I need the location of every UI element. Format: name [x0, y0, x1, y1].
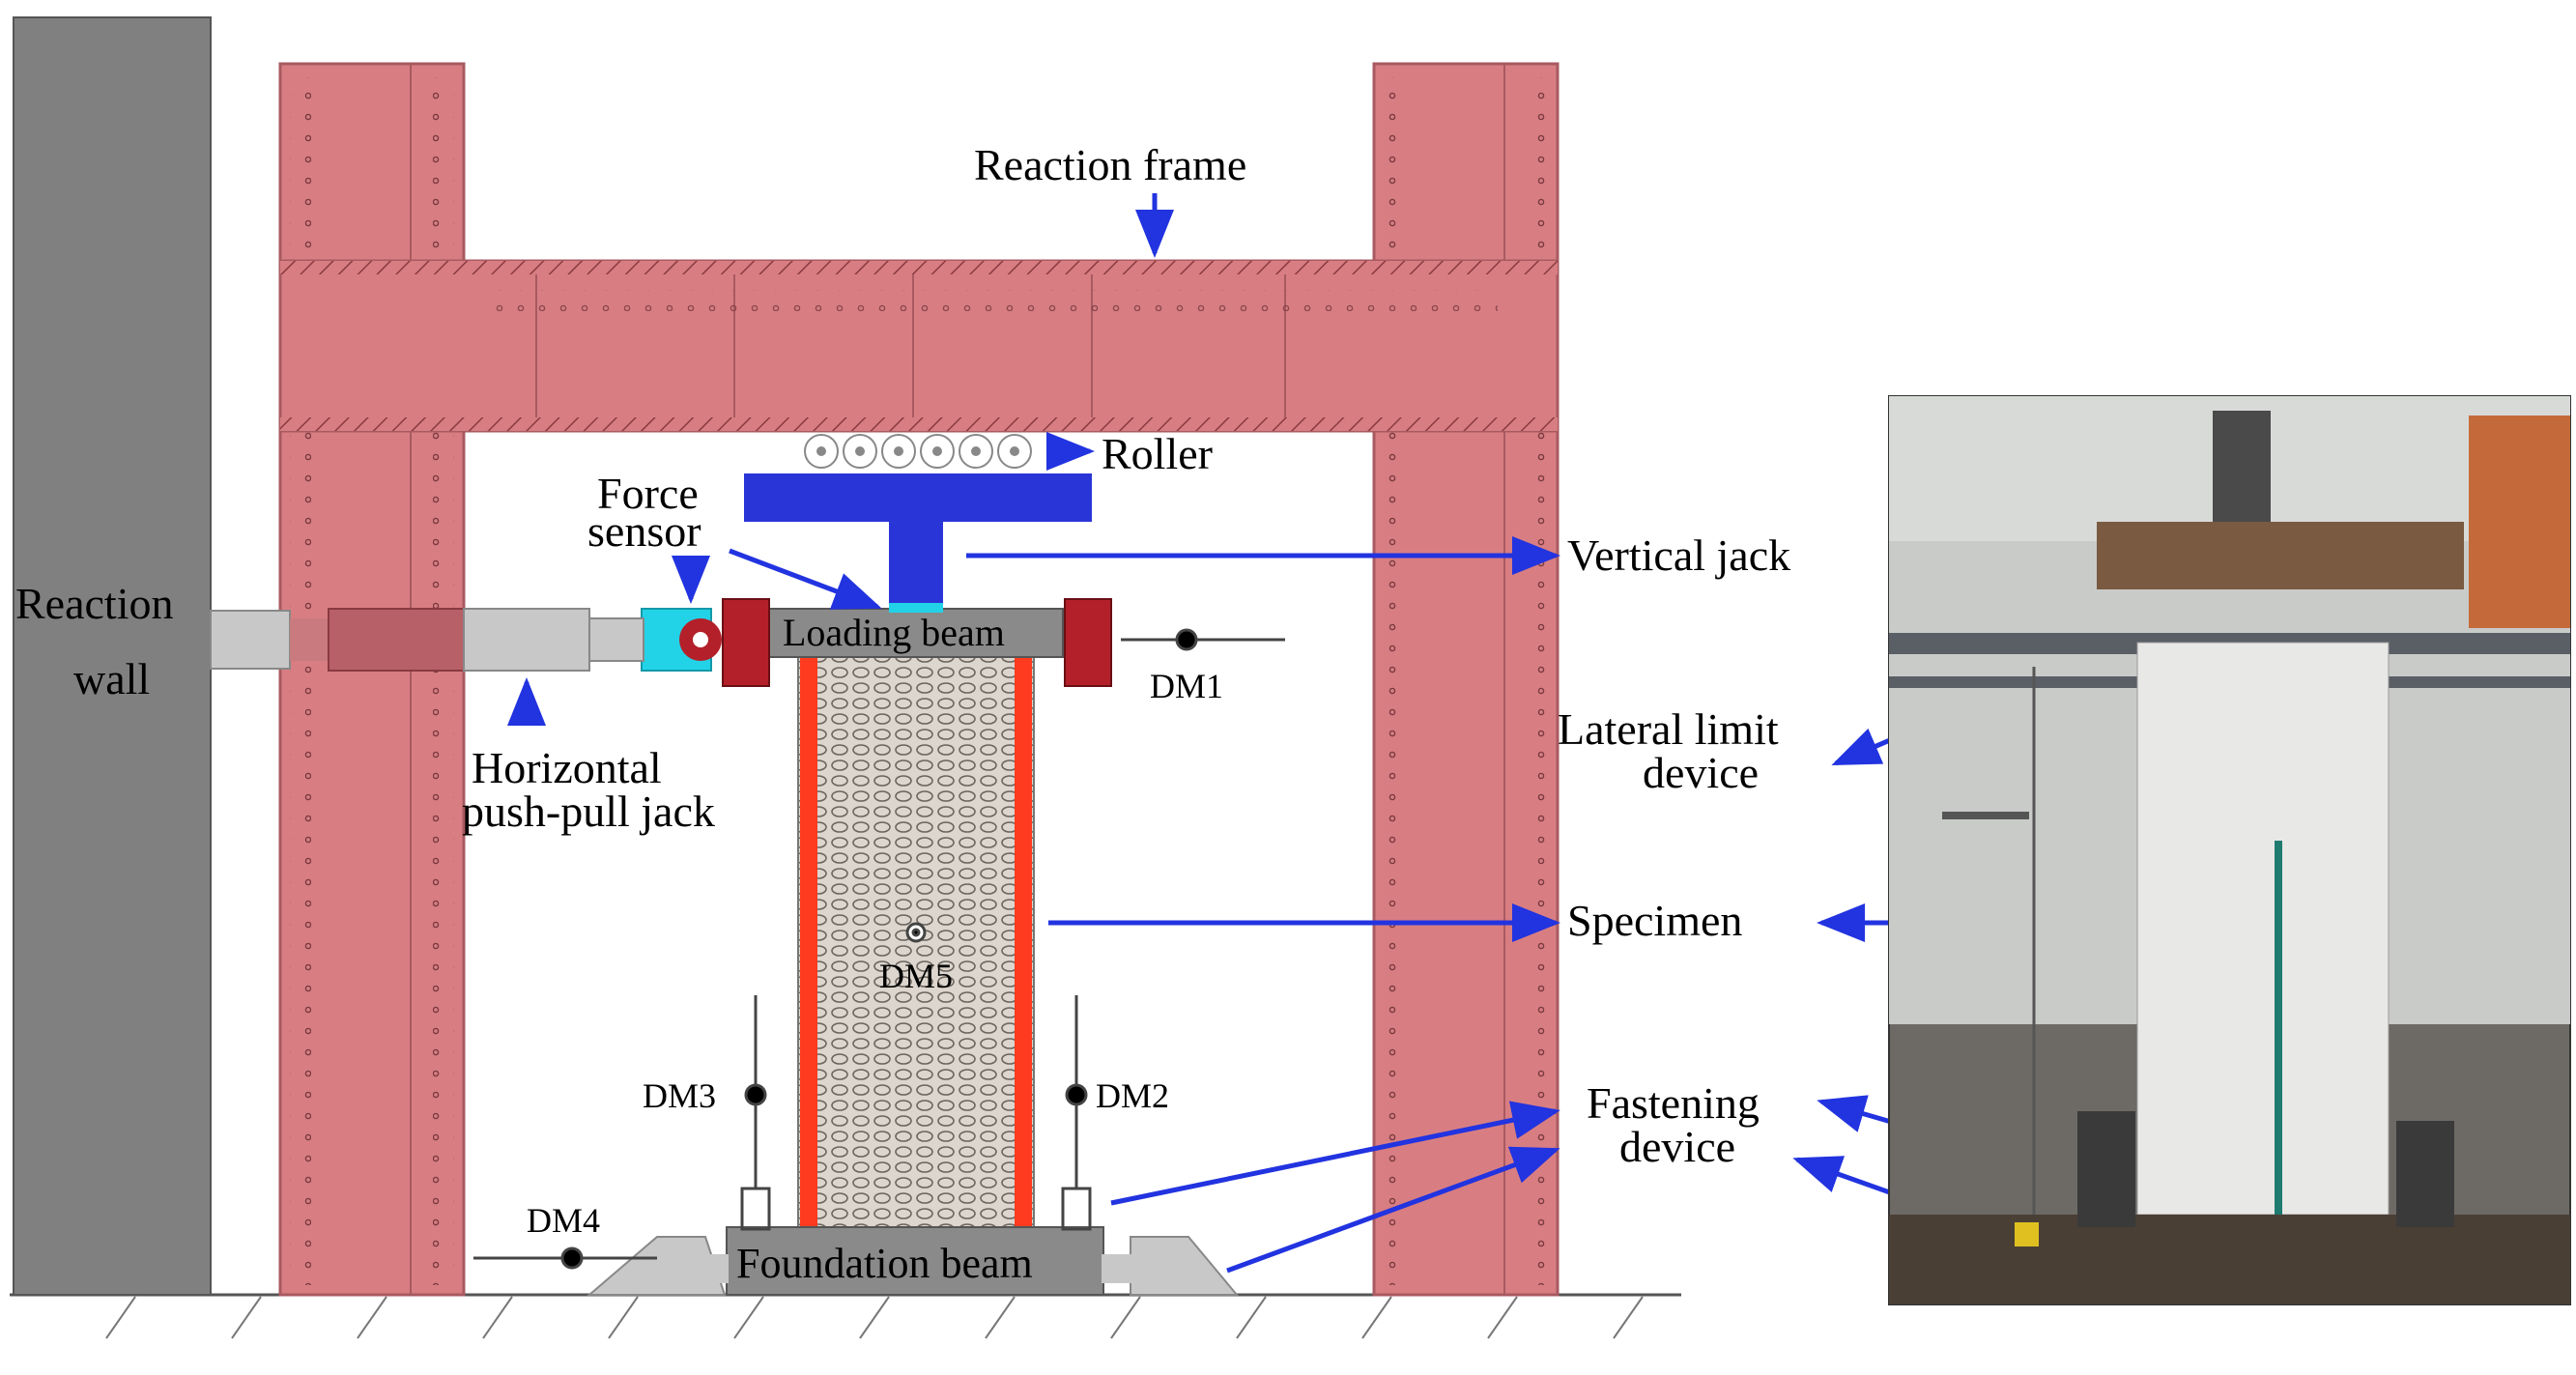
label-roller: Roller: [1102, 429, 1213, 478]
labels: Reaction frame Roller Force sensor Verti…: [15, 140, 1790, 1287]
label-force-sensor-line2: sensor: [587, 506, 701, 556]
vertical-jack: [744, 473, 1092, 609]
loading-beam: [760, 603, 1064, 658]
foundation-beam: [587, 1226, 1240, 1296]
reaction-wall: [13, 16, 212, 1296]
label-specimen: Specimen: [1567, 896, 1742, 945]
force-sensor: [641, 608, 722, 672]
label-dm1: DM1: [1150, 667, 1223, 705]
label-lateral-limit-line1: Lateral limit: [1558, 704, 1779, 754]
label-fastening-line2: device: [1619, 1122, 1735, 1171]
specimen-photo: [1888, 395, 2571, 1305]
label-force-sensor-line1: Force: [597, 469, 699, 518]
label-dm4: DM4: [527, 1201, 600, 1240]
roller: [804, 434, 1032, 469]
clamp: [722, 598, 1112, 687]
label-horizontal-jack-line2: push-pull jack: [462, 787, 715, 836]
reaction-frame: [278, 62, 1560, 1297]
displacement-meters: [473, 628, 1285, 1270]
label-loading-beam: Loading beam: [783, 611, 1005, 654]
horizontal-push-pull-jack: [210, 608, 644, 672]
label-foundation-beam: Foundation beam: [736, 1240, 1033, 1287]
label-dm3: DM3: [643, 1076, 716, 1115]
label-dm5: DM5: [879, 957, 953, 995]
label-vertical-jack: Vertical jack: [1567, 530, 1790, 580]
label-reaction-wall-line2: wall: [73, 654, 150, 703]
label-fastening-line1: Fastening: [1587, 1078, 1760, 1128]
ground: [10, 1293, 1681, 1339]
label-dm2: DM2: [1096, 1076, 1169, 1115]
label-horizontal-jack-line1: Horizontal: [472, 743, 662, 792]
label-reaction-wall-line1: Reaction: [15, 579, 174, 628]
label-reaction-frame: Reaction frame: [974, 140, 1246, 189]
specimen: [797, 656, 1035, 1240]
label-lateral-limit-line2: device: [1643, 748, 1759, 797]
